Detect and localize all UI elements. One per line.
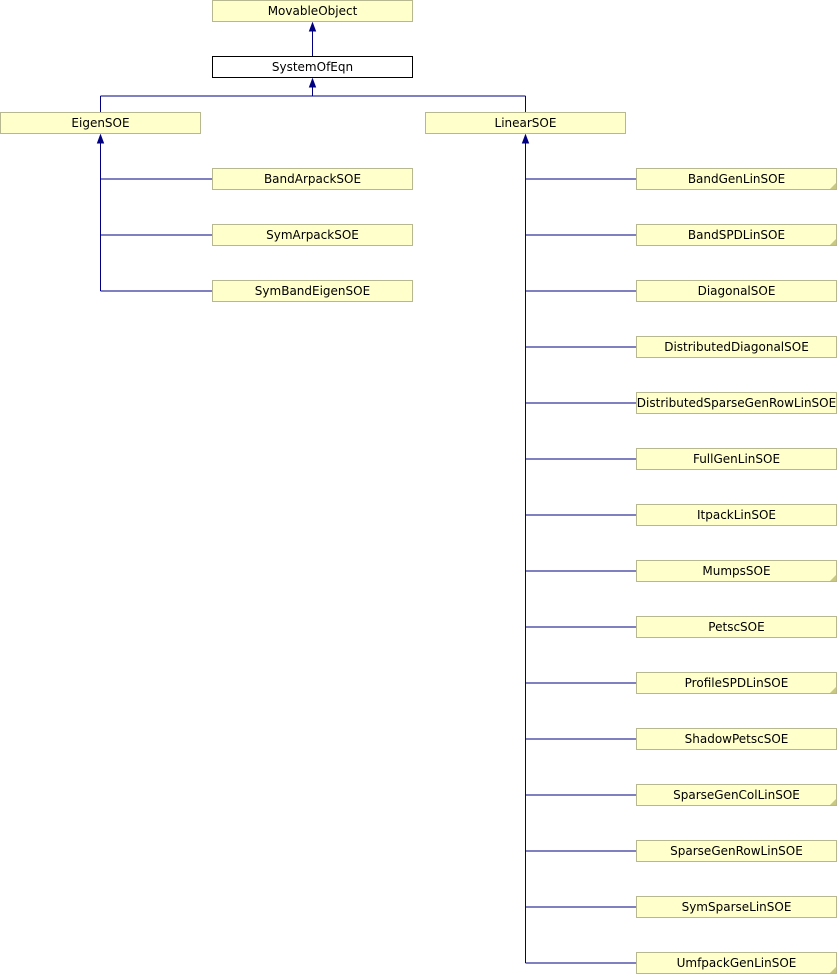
class-node-profilespdlinsoe[interactable]: ProfileSPDLinSOE (636, 672, 837, 694)
class-label: FullGenLinSOE (693, 452, 780, 466)
edge-group-eigensoe (96, 133, 212, 292)
class-node-bandarpacksoe[interactable]: BandArpackSOE (212, 168, 413, 190)
class-label: ItpackLinSOE (697, 508, 776, 522)
class-box (636, 616, 837, 638)
class-box (636, 728, 837, 750)
edge-arrowhead (308, 21, 317, 32)
class-label: DiagonalSOE (698, 284, 776, 298)
class-box (636, 952, 837, 974)
class-box (636, 448, 837, 470)
class-box (636, 280, 837, 302)
class-box (212, 168, 413, 190)
class-label: MovableObject (268, 4, 358, 18)
class-label: SystemOfEqn (272, 60, 353, 74)
class-node-umfpackgenlinsoe[interactable]: UmfpackGenLinSOE (636, 952, 837, 974)
class-node-symsparselinsoe[interactable]: SymSparseLinSOE (636, 896, 837, 918)
truncated-marker-icon (830, 799, 836, 805)
class-box (636, 672, 837, 694)
class-label: SymSparseLinSOE (682, 900, 792, 914)
class-node-movableobject[interactable]: MovableObject (212, 0, 413, 22)
truncated-marker-icon (830, 183, 836, 189)
class-box (425, 112, 626, 134)
class-label: ProfileSPDLinSOE (685, 676, 789, 690)
edge-group-movableobject (308, 21, 317, 56)
class-node-mumpssoe[interactable]: MumpsSOE (636, 560, 837, 582)
class-node-symbandeigensoe[interactable]: SymBandEigenSOE (212, 280, 413, 302)
class-box (636, 896, 837, 918)
class-box (636, 560, 837, 582)
class-box (212, 224, 413, 246)
class-box (636, 392, 837, 414)
class-node-systemofeqn[interactable]: SystemOfEqn (212, 56, 413, 78)
class-node-itpacklinsoe[interactable]: ItpackLinSOE (636, 504, 837, 526)
class-box (636, 784, 837, 806)
edge-arrowhead (521, 133, 530, 144)
class-node-distributeddiagonalsoe[interactable]: DistributedDiagonalSOE (636, 336, 837, 358)
class-box (636, 224, 837, 246)
class-box (212, 280, 413, 302)
class-label: SymBandEigenSOE (255, 284, 370, 298)
class-box (636, 336, 837, 358)
edge-group-systemofeqn (100, 77, 526, 112)
edge-arrowhead (308, 77, 317, 88)
class-label: LinearSOE (495, 116, 557, 130)
class-label: UmfpackGenLinSOE (677, 956, 797, 970)
class-label: PetscSOE (708, 620, 764, 634)
truncated-marker-icon (830, 239, 836, 245)
class-label: SparseGenColLinSOE (673, 788, 800, 802)
class-box (636, 504, 837, 526)
class-node-linearsoe[interactable]: LinearSOE (425, 112, 626, 134)
class-label: ShadowPetscSOE (685, 732, 789, 746)
edges-layer (96, 21, 636, 964)
class-node-distributedsparsegenrowlinsoe[interactable]: DistributedSparseGenRowLinSOE (636, 392, 837, 414)
class-box (212, 0, 413, 22)
class-label: SparseGenRowLinSOE (670, 844, 803, 858)
class-label: BandArpackSOE (264, 172, 361, 186)
class-box (636, 168, 837, 190)
class-node-fullgenlinsoe[interactable]: FullGenLinSOE (636, 448, 837, 470)
class-box (636, 840, 837, 862)
class-node-bandgenlinsoe[interactable]: BandGenLinSOE (636, 168, 837, 190)
class-label: SymArpackSOE (266, 228, 359, 242)
class-node-sparsegenrowlinsoe[interactable]: SparseGenRowLinSOE (636, 840, 837, 862)
class-label: DistributedSparseGenRowLinSOE (637, 396, 836, 410)
class-label: EigenSOE (71, 116, 129, 130)
class-node-petscsoe[interactable]: PetscSOE (636, 616, 837, 638)
class-node-symarpacksoe[interactable]: SymArpackSOE (212, 224, 413, 246)
class-label: BandGenLinSOE (688, 172, 785, 186)
class-label: BandSPDLinSOE (688, 228, 785, 242)
class-box (212, 56, 413, 78)
edge-arrowhead (96, 133, 105, 144)
truncated-marker-icon (830, 687, 836, 693)
class-node-shadowpetscsoe[interactable]: ShadowPetscSOE (636, 728, 837, 750)
class-node-sparsegencollinsoe[interactable]: SparseGenColLinSOE (636, 784, 837, 806)
class-label: DistributedDiagonalSOE (664, 340, 809, 354)
truncated-marker-icon (830, 967, 836, 973)
class-node-bandspdlinsoe[interactable]: BandSPDLinSOE (636, 224, 837, 246)
class-node-eigensoe[interactable]: EigenSOE (0, 112, 201, 134)
class-node-diagonalsoe[interactable]: DiagonalSOE (636, 280, 837, 302)
truncated-marker-icon (830, 575, 836, 581)
edge-group-linearsoe (521, 133, 636, 964)
class-label: MumpsSOE (702, 564, 770, 578)
class-box (0, 112, 201, 134)
